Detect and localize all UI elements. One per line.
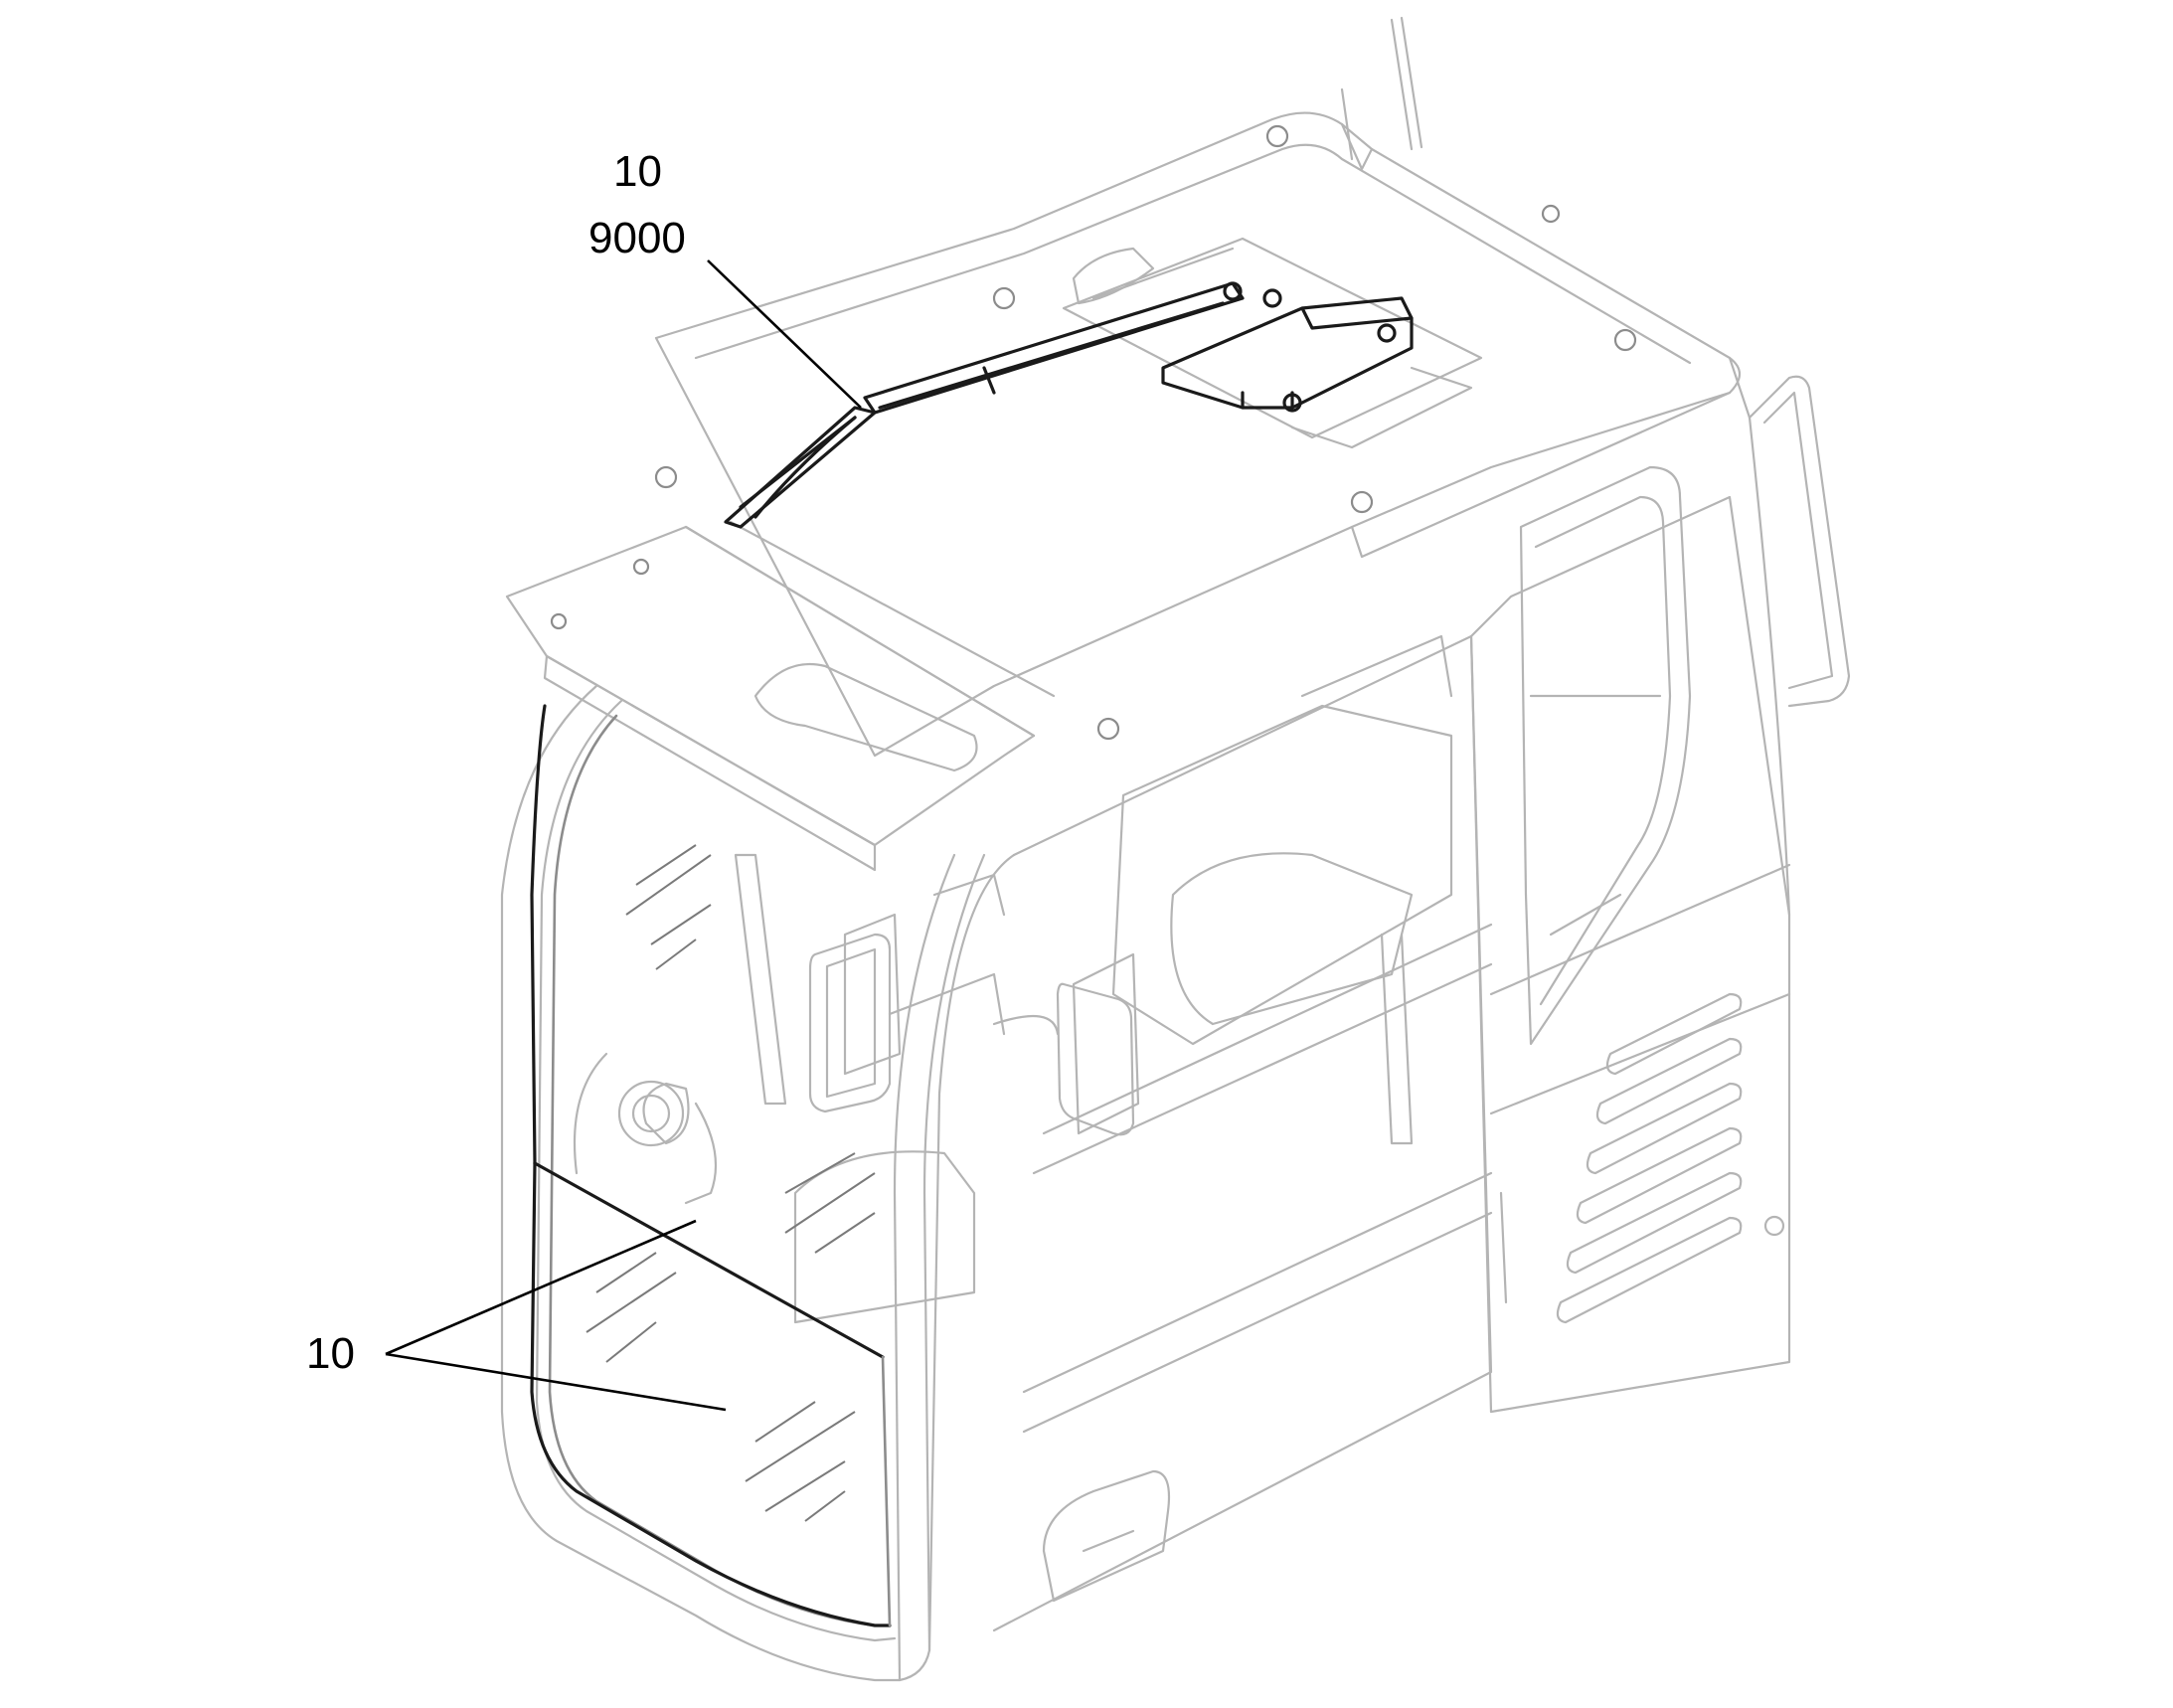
- sun-visor: [505, 520, 1056, 872]
- side-mirrors: [808, 933, 1135, 1136]
- lower-windshield-glass: [530, 704, 892, 1627]
- cab-roof: [654, 111, 1742, 758]
- rear-handrail: [1340, 16, 1851, 708]
- cab-front-frame: [500, 684, 1016, 1682]
- glass-hatching: [585, 844, 876, 1522]
- cab-side-body: [992, 356, 1791, 1632]
- cab-interior: [573, 634, 1493, 1434]
- callout-top-part-number: 9000: [588, 214, 686, 262]
- callout-bottom-quantity: 10: [306, 1329, 355, 1378]
- leader-lines: [385, 259, 862, 1412]
- callout-top-quantity: 10: [613, 147, 662, 196]
- wiper-assembly: [724, 281, 1414, 529]
- side-vent-louvers: [1556, 992, 1743, 1324]
- roof-bolts: [550, 124, 1637, 741]
- side-door-window: [1519, 465, 1692, 1046]
